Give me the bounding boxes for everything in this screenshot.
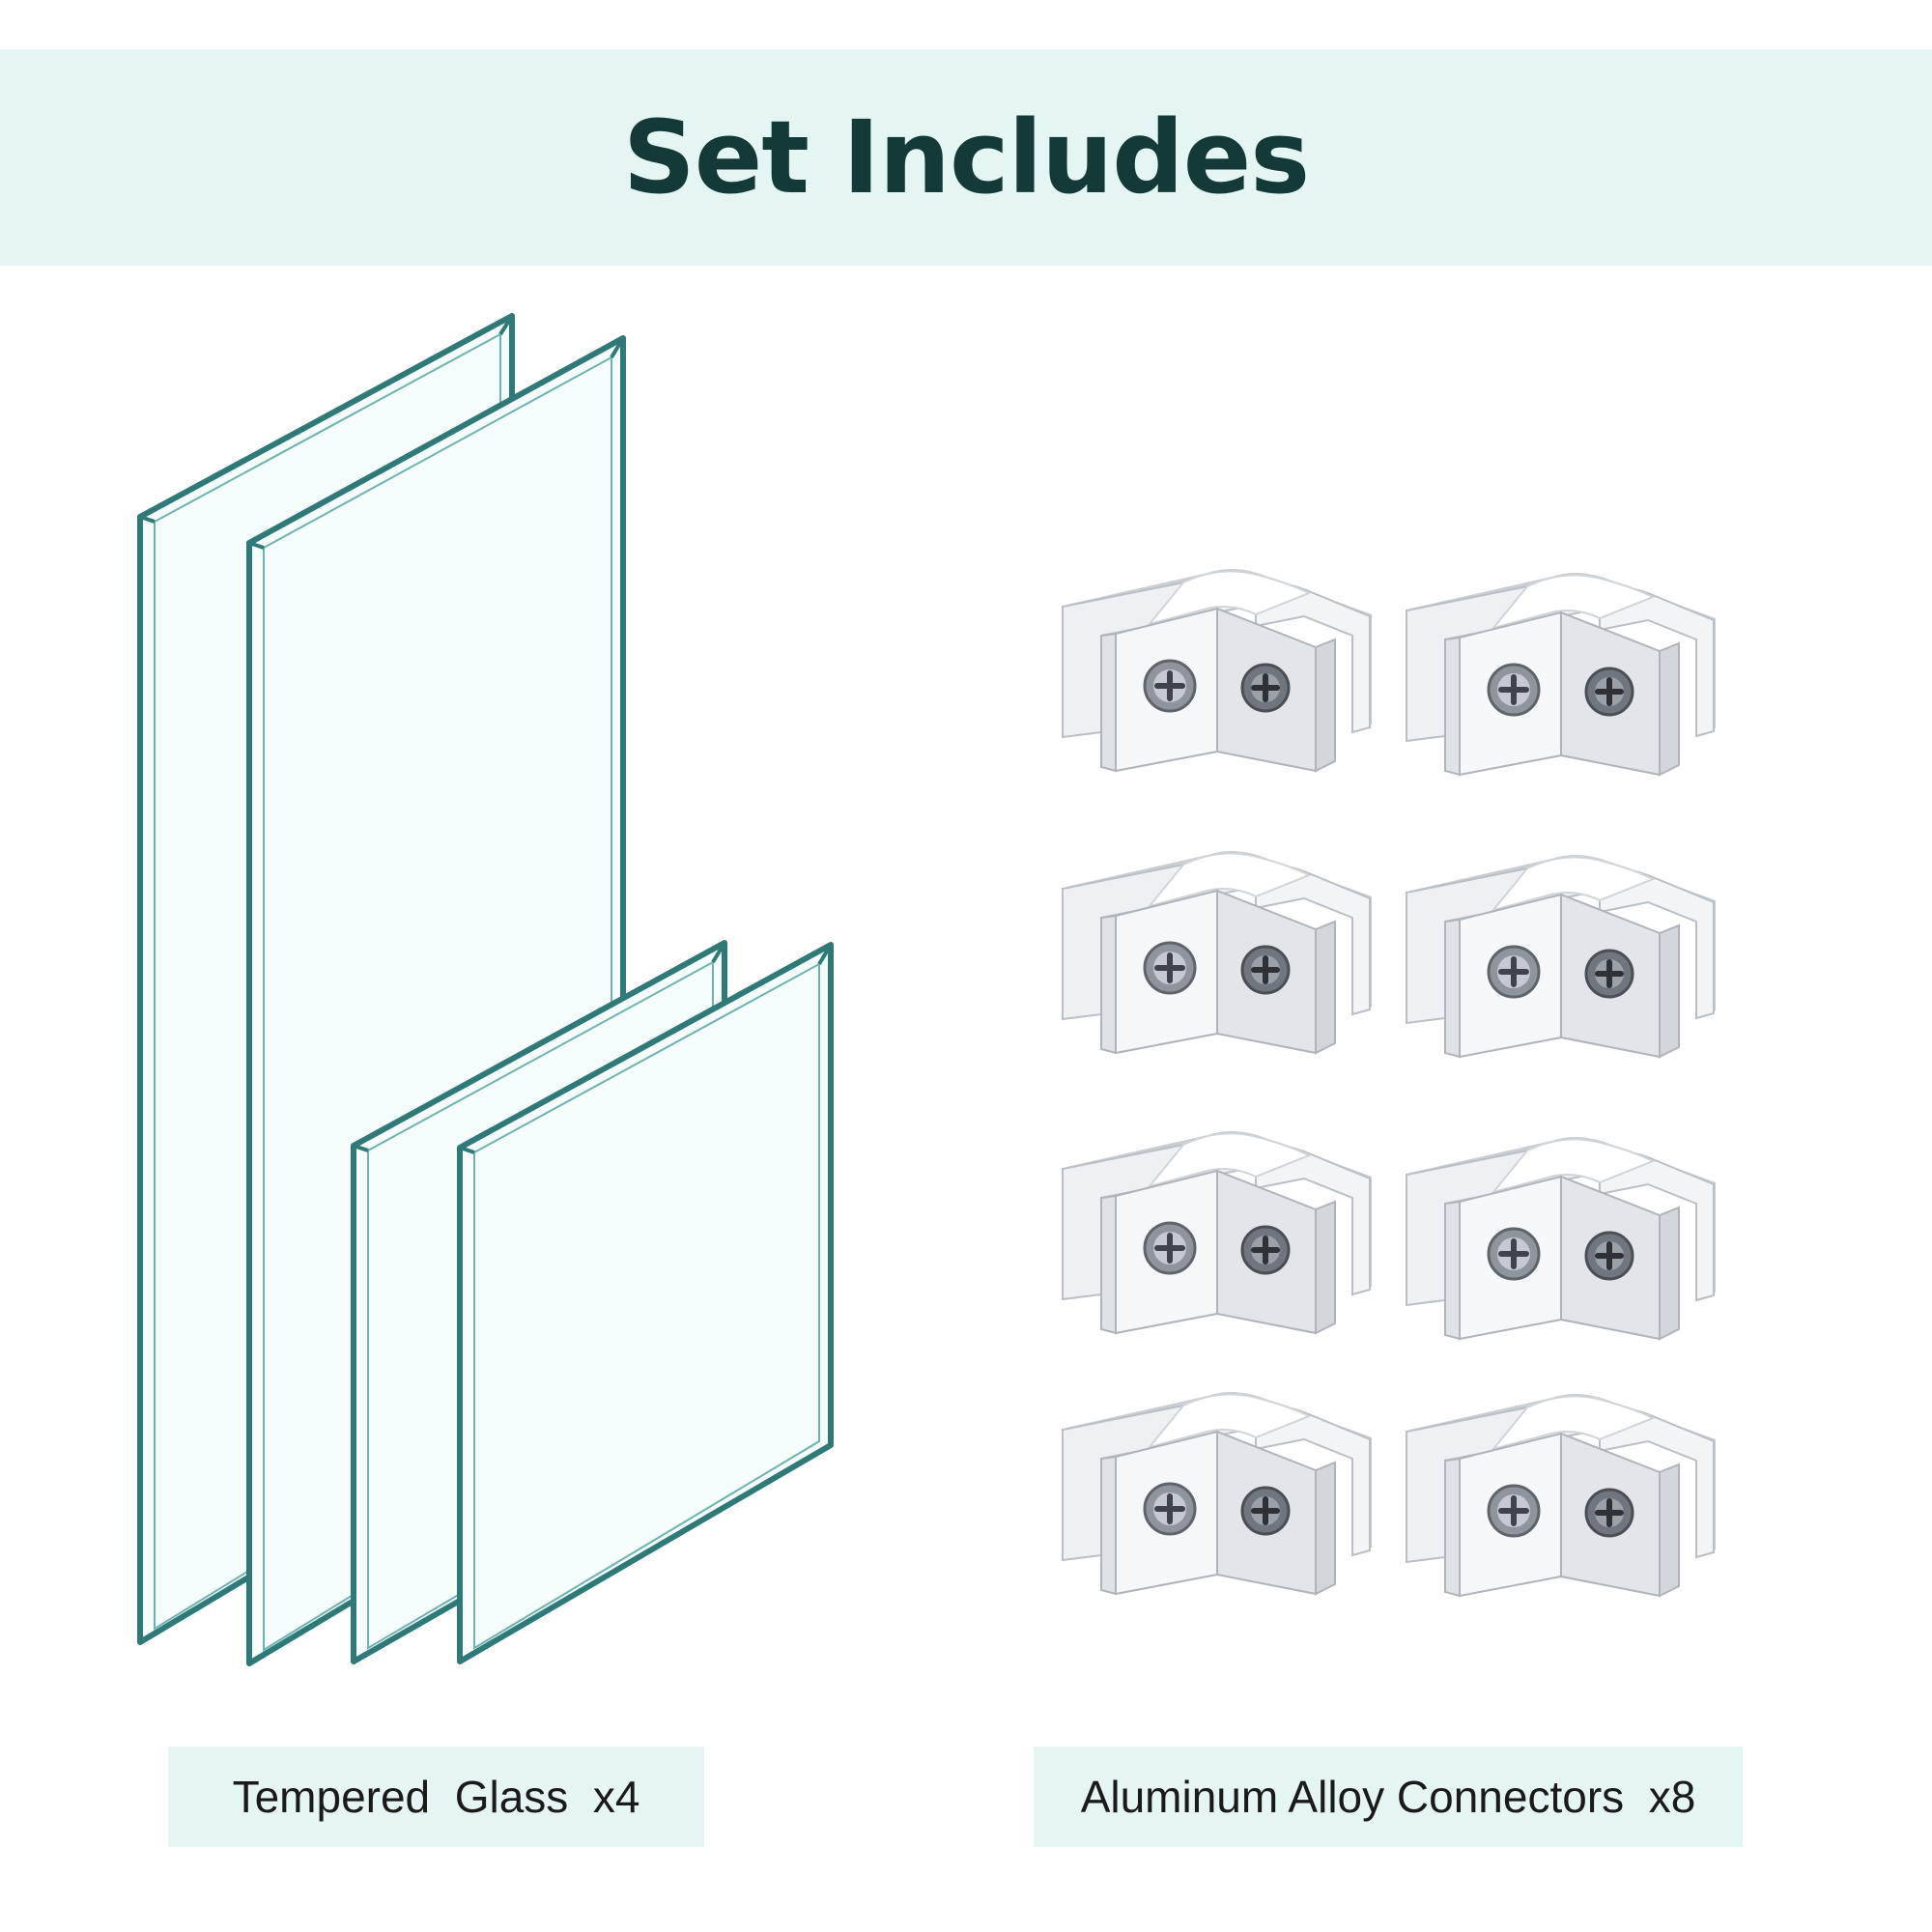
connectors-label: Aluminum Alloy Connectors x8 <box>1034 1747 1743 1847</box>
header-band <box>0 49 1932 266</box>
glass-panel-icon <box>457 942 834 1664</box>
corner-connector-icon <box>1406 1137 1716 1339</box>
corner-connector-icon <box>1063 569 1372 771</box>
glass-label: Tempered Glass x4 <box>168 1747 704 1847</box>
corner-connector-icon <box>1406 855 1716 1057</box>
corner-connector-icon <box>1406 1394 1716 1596</box>
corner-connector-icon <box>1063 851 1372 1053</box>
corner-connector-icon <box>1063 1131 1372 1333</box>
corner-connector-icon <box>1406 573 1716 775</box>
page-title: Set Includes <box>622 99 1310 216</box>
corner-connector-icon <box>1063 1392 1372 1594</box>
